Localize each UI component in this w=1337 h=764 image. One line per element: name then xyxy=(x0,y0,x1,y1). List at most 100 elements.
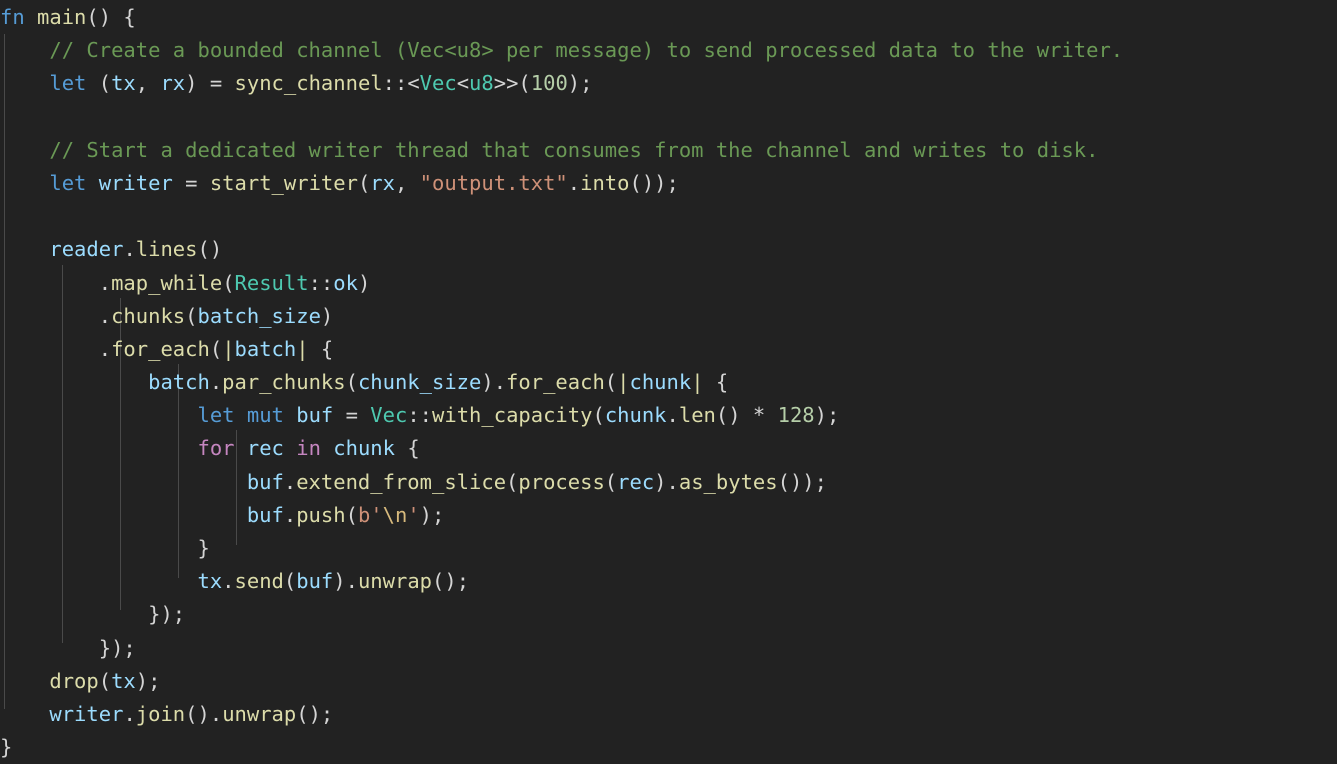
token-type: Result xyxy=(234,270,309,295)
token-punc xyxy=(25,5,37,29)
token-fnname: drop xyxy=(49,668,99,693)
token-punc: ( xyxy=(209,336,223,361)
token-punc: () * xyxy=(715,403,778,428)
token-punc: . xyxy=(209,370,223,395)
token-punc: (); xyxy=(432,569,470,594)
token-punc: } xyxy=(0,536,210,560)
token-var: tx xyxy=(111,71,136,96)
token-punc xyxy=(86,171,98,195)
token-ctl: in xyxy=(296,436,321,461)
code-line[interactable]: tx.send(buf).unwrap(); xyxy=(0,565,1337,598)
token-var: chunk xyxy=(629,370,692,395)
code-line[interactable]: drop(tx); xyxy=(0,665,1337,698)
code-line[interactable]: } xyxy=(0,532,1337,565)
code-line[interactable]: buf.extend_from_slice(process(rec).as_by… xyxy=(0,466,1337,499)
token-fnname: extend_from_slice xyxy=(296,469,507,494)
token-punc xyxy=(0,470,247,494)
token-punc: . xyxy=(666,403,679,428)
token-str: b' xyxy=(357,502,383,527)
token-punc: ). xyxy=(654,469,679,494)
token-punc: ( xyxy=(604,370,618,395)
code-line[interactable]: }); xyxy=(0,632,1337,665)
token-punc: :: xyxy=(308,270,334,295)
token-punc: . xyxy=(0,336,112,361)
token-fnname: push xyxy=(296,502,346,527)
token-punc xyxy=(0,171,49,195)
token-fnname: sync_channel xyxy=(234,71,383,96)
token-punc xyxy=(0,71,49,95)
code-line[interactable]: for rec in chunk { xyxy=(0,432,1337,465)
token-punc: { xyxy=(308,336,334,361)
token-punc xyxy=(284,403,296,427)
token-var: reader xyxy=(49,237,124,262)
token-punc xyxy=(321,436,333,460)
token-punc: (). xyxy=(185,701,223,726)
token-punc xyxy=(235,436,247,460)
token-punc: }); xyxy=(0,602,186,627)
token-punc xyxy=(0,403,197,427)
code-line[interactable]: .map_while(Result::ok) xyxy=(0,267,1337,300)
code-line[interactable] xyxy=(0,101,1337,134)
code-line[interactable]: let writer = start_writer(rx, "output.tx… xyxy=(0,167,1337,200)
token-punc: ( xyxy=(345,370,358,395)
token-fnname: as_bytes xyxy=(678,469,778,494)
token-var: chunk xyxy=(604,403,667,428)
code-line[interactable]: // Start a dedicated writer thread that … xyxy=(0,134,1337,167)
token-fnname: chunks xyxy=(111,303,186,328)
token-var: tx xyxy=(111,668,136,693)
code-line[interactable]: reader.lines() xyxy=(0,233,1337,266)
code-line[interactable]: }); xyxy=(0,598,1337,631)
token-punc xyxy=(235,403,247,427)
token-fnname: | xyxy=(691,370,704,395)
code-line[interactable]: let (tx, rx) = sync_channel::<Vec<u8>>(1… xyxy=(0,67,1337,100)
code-line[interactable]: buf.push(b'\n'); xyxy=(0,499,1337,532)
token-type: Vec xyxy=(370,403,408,428)
token-fnname: | xyxy=(617,370,630,395)
token-punc: ). xyxy=(481,370,507,395)
code-line[interactable]: .for_each(|batch| { xyxy=(0,333,1337,366)
token-punc: . xyxy=(0,270,112,295)
token-punc: , xyxy=(394,170,420,195)
token-var: rec xyxy=(617,469,655,494)
token-var: tx xyxy=(197,569,223,594)
code-line[interactable]: batch.par_chunks(chunk_size).for_each(|c… xyxy=(0,366,1337,399)
code-line[interactable]: writer.join().unwrap(); xyxy=(0,698,1337,731)
token-punc: ) xyxy=(320,303,334,328)
token-punc: () { xyxy=(86,5,136,29)
code-line[interactable]: } xyxy=(0,731,1337,764)
token-fnname: process xyxy=(518,469,605,494)
token-var: chunk_size xyxy=(357,370,482,395)
token-str: "output.txt" xyxy=(419,170,568,195)
token-punc xyxy=(284,436,296,460)
token-fnname: unwrap xyxy=(222,701,297,726)
token-var: rx xyxy=(160,71,186,96)
token-fnname: map_while xyxy=(111,270,223,295)
token-punc: ( xyxy=(185,303,198,328)
token-punc: . xyxy=(222,569,235,594)
token-esc: \n xyxy=(382,502,408,527)
token-punc: ( xyxy=(357,170,371,195)
token-var: buf xyxy=(296,403,334,428)
token-punc: . xyxy=(123,237,136,262)
token-var: buf xyxy=(246,469,284,494)
token-punc: ( xyxy=(604,469,618,494)
token-fnname: with_capacity xyxy=(432,403,593,428)
code-line[interactable]: let mut buf = Vec::with_capacity(chunk.l… xyxy=(0,399,1337,432)
token-var: writer xyxy=(49,701,124,726)
token-fnname: send xyxy=(234,569,284,594)
token-fnname: | xyxy=(222,336,235,361)
token-punc: ( xyxy=(345,502,358,527)
token-punc xyxy=(0,237,49,261)
code-line[interactable]: // Create a bounded channel (Vec<u8> per… xyxy=(0,34,1337,67)
code-line[interactable] xyxy=(0,200,1337,233)
token-fnname: into xyxy=(580,170,630,195)
code-line[interactable]: .chunks(batch_size) xyxy=(0,300,1337,333)
token-kw: let xyxy=(49,71,87,96)
token-punc: ( xyxy=(222,270,235,295)
token-punc xyxy=(0,702,49,726)
code-line[interactable]: fn main() { xyxy=(0,1,1337,34)
token-punc: (); xyxy=(296,701,334,726)
token-punc xyxy=(0,138,49,162)
